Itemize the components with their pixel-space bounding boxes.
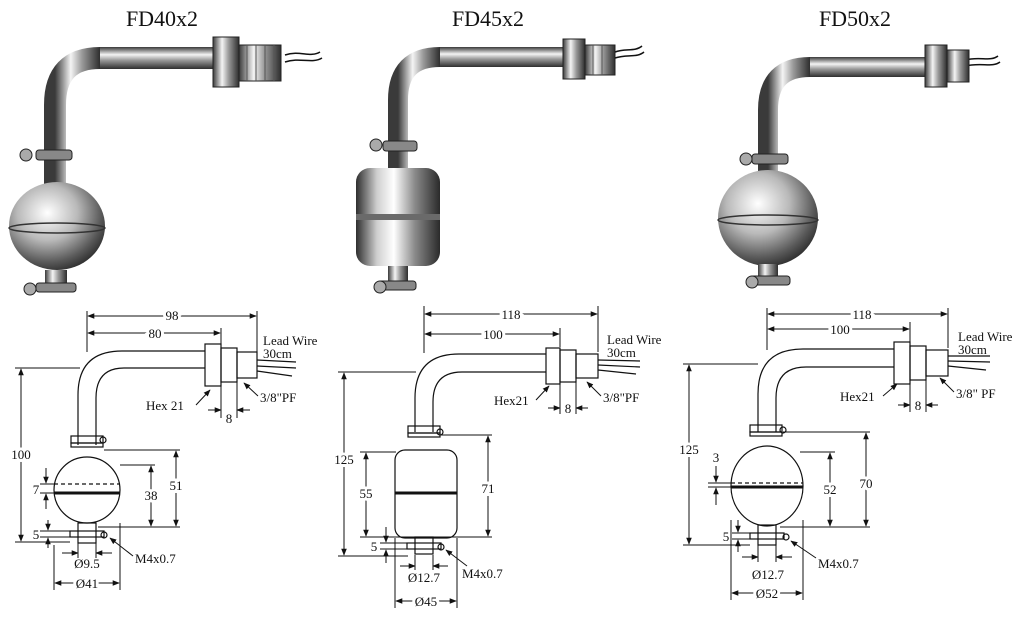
dim-height-3: 125 (679, 442, 699, 457)
technical-drawing-1 (53, 343, 297, 544)
product-title-1: FD40x2 (126, 6, 198, 31)
screw-label-1: M4x0.7 (135, 551, 176, 566)
dim-inner-dia-3: Ø12.7 (752, 567, 785, 582)
screw-label-2: M4x0.7 (462, 566, 503, 581)
dim-overall-length-2: 118 (501, 307, 520, 322)
lead-wire-label-1: Lead Wire (263, 333, 318, 348)
product-photo-3 (717, 44, 1001, 289)
hex-label-1: Hex 21 (146, 398, 184, 413)
lead-wire-label-2: Lead Wire (607, 332, 662, 347)
hex-label-3: Hex21 (840, 389, 875, 404)
dim-to-fitting-2: 100 (483, 327, 503, 342)
dim-gap-top-3: 3 (713, 450, 720, 465)
dim-float-dia-1: Ø41 (76, 576, 98, 591)
dim-inner-dia-2: Ø12.7 (408, 570, 441, 585)
lead-wire-length-1: 30cm (263, 346, 292, 361)
dim-gap-bottom-2: 5 (371, 539, 378, 554)
dim-to-fitting-3: 100 (830, 322, 850, 337)
dim-float-height-2: 55 (360, 486, 373, 501)
dim-fitting-width-1: 8 (226, 411, 233, 426)
dimensions-2: 118 100 Lead Wire 30cm 125 Hex21 3/8"PF … (331, 304, 662, 612)
hex-label-2: Hex21 (494, 393, 529, 408)
dim-height-2: 125 (334, 452, 354, 467)
dimensions-1: 98 80 Lead Wire 30cm 100 Hex 21 3/8"PF 8… (8, 305, 318, 594)
lead-wire-label-3: Lead Wire (958, 329, 1013, 344)
lead-wire-length-2: 30cm (607, 345, 636, 360)
product-title-3: FD50x2 (819, 6, 891, 31)
thread-label-3: 3/8" PF (956, 386, 996, 401)
dim-gap-bottom-3: 5 (723, 529, 730, 544)
thread-label-2: 3/8"PF (603, 390, 639, 405)
dim-stop-height-3: 70 (860, 476, 873, 491)
dim-height-1: 100 (11, 447, 31, 462)
dimensions-3: 118 100 Lead Wire 30cm 125 Hex21 3/8" PF… (676, 304, 1013, 604)
dim-overall-length-1: 98 (166, 308, 179, 323)
technical-drawing-2 (394, 347, 641, 555)
dim-fitting-width-3: 8 (915, 398, 922, 413)
dim-stop-height-2: 71 (482, 481, 495, 496)
product-photo-1 (8, 36, 323, 296)
screw-label-3: M4x0.7 (818, 556, 859, 571)
dim-float-dia-3: Ø52 (756, 586, 778, 601)
dim-stop-height-1: 51 (170, 478, 183, 493)
technical-drawing-3 (730, 341, 991, 546)
dim-float-height-3: 52 (824, 482, 837, 497)
dim-to-fitting-1: 80 (149, 326, 162, 341)
dim-fitting-width-2: 8 (565, 401, 572, 416)
lead-wire-length-3: 30cm (958, 342, 987, 357)
product-title-2: FD45x2 (452, 6, 524, 31)
thread-label-1: 3/8"PF (260, 390, 296, 405)
dim-overall-length-3: 118 (852, 307, 871, 322)
dim-gap-top-1: 7 (33, 482, 40, 497)
dim-inner-dia-1: Ø9.5 (74, 556, 100, 571)
dim-gap-bottom-1: 5 (33, 527, 40, 542)
dim-float-height-1: 38 (145, 488, 158, 503)
dim-float-dia-2: Ø45 (415, 594, 437, 609)
product-photo-2 (356, 38, 645, 294)
